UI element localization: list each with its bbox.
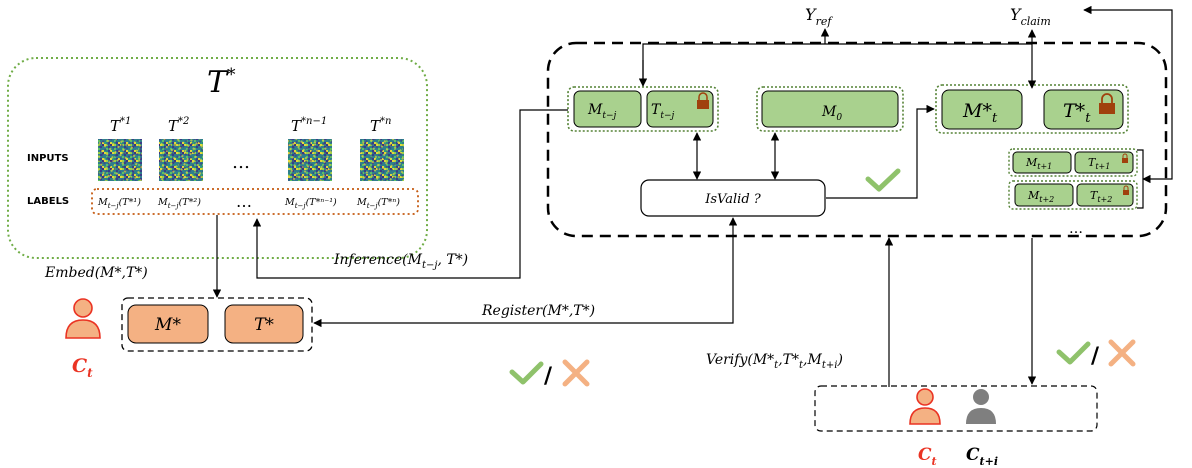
isvalid-to-new-arrow: [826, 104, 935, 199]
base-model-label: M0: [821, 104, 842, 123]
verifier-owner-label: Ct: [918, 445, 937, 468]
future-model-label-2: Mt+2: [1027, 189, 1054, 204]
prev-trigger-box: [646, 90, 714, 128]
prev-model-box: [573, 90, 642, 128]
register-label: Register(M*,T*): [481, 303, 595, 319]
embed-label: Embed(M*,T*): [44, 265, 148, 281]
future-model-group-2: [1008, 180, 1138, 210]
registry-ellipsis: …: [1069, 221, 1083, 237]
future-models-bracket: [1137, 149, 1144, 209]
future-model-box-2: [1014, 183, 1074, 207]
sample-label-n-1: T*n−1: [291, 116, 327, 135]
result-check-cross-middle: /: [509, 359, 590, 389]
future-model-box-1: [1012, 151, 1072, 174]
sample-label-2: T*2: [168, 116, 189, 135]
future-model-group-1: [1008, 148, 1138, 177]
future-trigger-label-2: Tt+2: [1090, 189, 1112, 204]
lock-icon: [1123, 185, 1129, 195]
label-cell-n-1: Mt−j(T*ⁿ⁻¹): [284, 197, 337, 210]
input-image-1: [98, 139, 142, 181]
y-claim-feedback-arrow: [1083, 5, 1173, 184]
labels-label: LABELS: [27, 196, 69, 207]
future-model-label-1: Mt+1: [1025, 156, 1052, 171]
verifier-other-label: Ct+i: [966, 445, 998, 468]
register-arrow: [313, 217, 738, 328]
base-model-box: [761, 90, 899, 128]
inputs-ellipsis: …: [232, 152, 250, 173]
check-icon: [865, 168, 901, 192]
separator-middle: /: [544, 364, 553, 389]
cross-icon: [1108, 339, 1136, 367]
creator-model-label: M*: [154, 315, 181, 335]
input-image-n-1: [288, 139, 332, 181]
input-image-n: [360, 139, 404, 181]
separator-right: /: [1091, 344, 1100, 369]
prev-model-group: [567, 86, 719, 132]
label-cell-2: Mt−j(T*²): [157, 197, 201, 210]
label-cell-n: Mt−j(T*ⁿ): [356, 197, 400, 210]
verifier-owner-person-icon: [909, 388, 941, 425]
trigger-set-title: T*: [207, 65, 236, 100]
creator-person-icon: [65, 298, 101, 339]
prev-trigger-label: Tt−j: [651, 102, 675, 121]
sample-label-1: T*1: [110, 116, 131, 135]
inputs-label: INPUTS: [27, 153, 69, 164]
result-check-cross-right: /: [1056, 339, 1136, 369]
label-cell-1: Mt−j(T*¹): [97, 197, 141, 210]
y-ref-connector: [642, 43, 1032, 85]
y-ref-label: Yref: [805, 5, 833, 28]
verifiers-box: [814, 385, 1098, 432]
verify-label: Verify(M*t,T*t,Mt+i): [706, 352, 843, 371]
verifier-other-person-icon: [966, 389, 996, 424]
new-model-label: M*t: [962, 100, 998, 126]
creator-model-box: [127, 304, 209, 344]
trigger-set-panel: T* T*1 T*2 T*n−1 T*n INPUTS … LABELS Mt−…: [7, 57, 428, 259]
prev-model-label: Mt−j: [587, 102, 617, 121]
registry-box: [546, 41, 1168, 238]
check-icon: [509, 361, 544, 385]
isvalid-box: [640, 179, 826, 217]
isvalid-label: IsValid ?: [704, 192, 762, 207]
creator-trigger-label: T*: [254, 315, 274, 335]
inference-label: Inference(Mt−j, T*): [333, 252, 468, 271]
creator-label: Ct: [72, 355, 93, 380]
future-trigger-box-2: [1076, 183, 1134, 207]
check-icon: [1056, 341, 1091, 365]
sample-label-n: T*n: [370, 116, 391, 135]
cross-icon: [562, 359, 590, 387]
creator-trigger-box: [224, 304, 304, 344]
labels-box: [91, 188, 419, 215]
y-claim-label: Yclaim: [1010, 5, 1051, 28]
lock-icon: [697, 92, 709, 109]
labels-ellipsis: …: [236, 192, 252, 211]
creator-bundle-box: [121, 297, 313, 352]
new-model-box: [941, 89, 1023, 130]
input-image-2: [159, 139, 203, 181]
